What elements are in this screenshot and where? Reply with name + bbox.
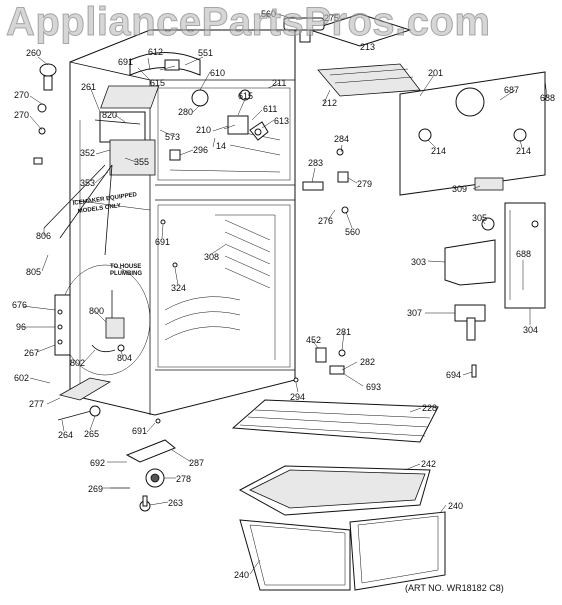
evaporator-parts	[283, 13, 546, 214]
callout-label: 240	[448, 501, 463, 511]
callout-label: 263	[168, 498, 183, 508]
crisper-drawers	[239, 511, 446, 591]
callout-label: 228	[422, 403, 437, 413]
callout-label: 560	[345, 227, 360, 237]
callout-label: 805	[26, 267, 41, 277]
callout-label: 211	[272, 78, 286, 88]
note-line: PLUMBING	[110, 271, 142, 277]
note-line: MODELS ONLY	[77, 203, 121, 215]
callout-label: 214	[516, 146, 531, 156]
callout-label: 304	[523, 325, 538, 335]
callout-label: 279	[357, 179, 372, 189]
callout-label: 269	[88, 484, 103, 494]
callout-label: 267	[24, 348, 39, 358]
callout-label: 270	[14, 110, 29, 120]
callout-label: 800	[89, 306, 104, 316]
callout-label: 692	[90, 458, 105, 468]
icemaker-plumbing	[43, 164, 151, 376]
callout-label: 693	[366, 382, 381, 392]
callout-label: 691	[118, 57, 133, 67]
callout-label: 276	[318, 216, 333, 226]
callout-label: 214	[431, 146, 446, 156]
callout-label: 452	[306, 335, 321, 345]
callout-label: 615	[150, 78, 165, 88]
callout-label: 352	[80, 148, 95, 158]
callout-label: 281	[336, 327, 351, 337]
callout-label: 353	[80, 178, 95, 188]
callout-label: 602	[14, 373, 29, 383]
callout-label: 691	[155, 237, 170, 247]
callout-label: 615	[238, 91, 253, 101]
callout-label: 560	[261, 9, 276, 19]
note-line: TO HOUSE	[110, 264, 141, 270]
callout-label: 261	[81, 82, 96, 92]
callout-label: 96	[16, 322, 26, 332]
misc-parts	[160, 219, 477, 383]
callout-labels: 560 275 213 260 612 551 691 610 201 211 …	[12, 9, 555, 580]
callout-label: 806	[36, 231, 51, 241]
shelves	[231, 399, 439, 516]
callout-label: 284	[334, 134, 349, 144]
callout-label: 278	[176, 474, 191, 484]
callout-label: 355	[134, 157, 149, 167]
art-number: (ART NO. WR18182 C8)	[405, 583, 504, 593]
callout-label: 275	[324, 13, 339, 23]
callout-label: 280	[178, 107, 193, 117]
callout-label: 307	[407, 308, 422, 318]
callout-label: 324	[171, 283, 186, 293]
callout-label: 688	[516, 249, 531, 259]
callout-label: 240	[234, 570, 249, 580]
callout-label: 804	[117, 353, 132, 363]
callout-label: 802	[70, 358, 85, 368]
top-components	[33, 52, 269, 176]
callout-label: 264	[58, 430, 73, 440]
leader-lines	[22, 13, 548, 575]
callout-label: 694	[446, 370, 461, 380]
callout-label: 265	[84, 429, 99, 439]
plumbing-note: TO HOUSE PLUMBING	[110, 264, 142, 277]
callout-label: 201	[428, 68, 443, 78]
control-housing	[444, 202, 546, 341]
callout-label: 573	[165, 132, 180, 142]
callout-label: 820	[102, 110, 117, 120]
callout-label: 612	[148, 47, 163, 57]
callout-label: 303	[411, 257, 426, 267]
callout-label: 305	[472, 213, 487, 223]
callout-label: 676	[12, 300, 27, 310]
callout-label: 14	[216, 141, 226, 151]
callout-label: 687	[504, 85, 519, 95]
callout-label: 691	[132, 426, 147, 436]
callout-label: 688	[540, 93, 555, 103]
callout-label: 282	[360, 357, 375, 367]
callout-label: 287	[189, 458, 204, 468]
callout-label: 260	[26, 48, 41, 58]
callout-label: 611	[263, 104, 277, 114]
callout-label: 212	[322, 98, 337, 108]
callout-label: 308	[204, 252, 219, 262]
callout-label: 551	[198, 48, 213, 58]
callout-label: 613	[274, 116, 289, 126]
callout-label: 213	[360, 42, 375, 52]
callout-label: 309	[452, 184, 467, 194]
callout-label: 296	[193, 145, 208, 155]
callout-label: 610	[210, 68, 225, 78]
callout-label: 283	[308, 158, 323, 168]
callout-label: 270	[14, 90, 29, 100]
callout-label: 210	[196, 125, 211, 135]
callout-label: 294	[290, 392, 305, 402]
callout-label: 277	[29, 399, 44, 409]
callout-label: 242	[421, 459, 436, 469]
cabinet	[69, 29, 296, 416]
